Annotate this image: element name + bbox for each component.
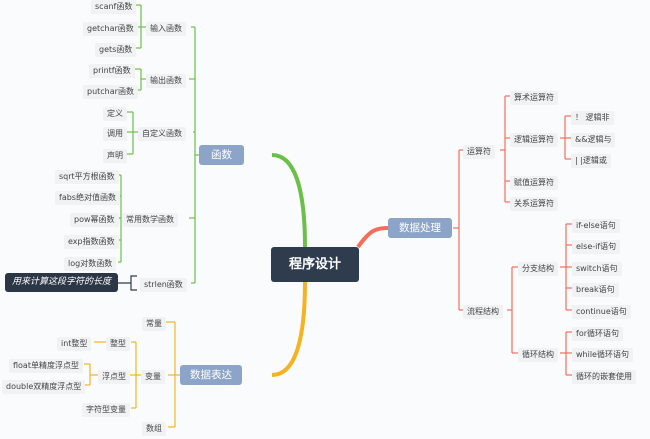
- logical-operators-node[interactable]: 逻辑运算符: [510, 133, 558, 147]
- break-node[interactable]: break语句: [572, 283, 619, 297]
- integer-type-node[interactable]: 整型: [106, 337, 130, 351]
- data-expression-node[interactable]: 数据表达: [180, 365, 242, 385]
- custom-define-node[interactable]: 定义: [103, 107, 127, 121]
- exp-function-node[interactable]: exp指数函数: [64, 235, 119, 249]
- output-functions-node[interactable]: 输出函数: [146, 74, 186, 88]
- loop-structure-node[interactable]: 循环结构: [518, 348, 558, 362]
- branch-structure-node[interactable]: 分支结构: [518, 262, 558, 276]
- double-node[interactable]: double双精度浮点型: [2, 380, 86, 394]
- data-processing-node[interactable]: 数据处理: [388, 218, 452, 238]
- log-function-node[interactable]: log对数函数: [64, 257, 117, 271]
- edge-root-dataexpr: [271, 281, 307, 377]
- gets-function-node[interactable]: gets函数: [95, 43, 137, 57]
- edges-dataexpr: [84, 321, 180, 428]
- strlen-note[interactable]: 用来计算这段字符的长度: [5, 273, 118, 292]
- scanf-function-node[interactable]: scanf函数: [91, 0, 137, 14]
- relational-operators-node[interactable]: 关系运算符: [510, 197, 558, 211]
- custom-call-node[interactable]: 调用: [103, 127, 127, 141]
- logical-not-node[interactable]: ！ 逻辑非: [571, 111, 614, 125]
- logical-and-node[interactable]: &&逻辑与: [571, 133, 616, 147]
- custom-functions-node[interactable]: 自定义函数: [138, 127, 186, 141]
- math-functions-node[interactable]: 常用数学函数: [122, 213, 178, 227]
- edges-dataproc: [453, 95, 572, 376]
- nested-loop-node[interactable]: 循环的嵌套使用: [572, 370, 636, 384]
- continue-node[interactable]: continue语句: [572, 305, 631, 319]
- putchar-function-node[interactable]: putchar函数: [83, 85, 138, 99]
- int-type-node[interactable]: int整型: [57, 337, 92, 351]
- custom-declare-node[interactable]: 声明: [103, 149, 127, 163]
- assignment-operators-node[interactable]: 赋值运算符: [510, 176, 558, 190]
- functions-node[interactable]: 函数: [199, 145, 244, 165]
- edge-strlen-note: [118, 275, 137, 291]
- for-loop-node[interactable]: for循环语句: [572, 327, 623, 341]
- printf-function-node[interactable]: printf函数: [89, 64, 135, 78]
- root-node[interactable]: 程序设计: [271, 247, 359, 282]
- operators-node[interactable]: 运算符: [463, 145, 495, 159]
- while-loop-node[interactable]: while循环语句: [572, 348, 633, 362]
- flow-structure-node[interactable]: 流程结构: [463, 305, 503, 319]
- constant-node[interactable]: 常量: [142, 317, 166, 331]
- variable-node[interactable]: 变量: [141, 370, 165, 384]
- input-functions-node[interactable]: 输入函数: [146, 22, 186, 36]
- fabs-function-node[interactable]: fabs绝对值函数: [55, 191, 120, 205]
- sqrt-function-node[interactable]: sqrt平方根函数: [55, 170, 119, 184]
- if-else-node[interactable]: if-else语句: [572, 219, 620, 233]
- array-node[interactable]: 数组: [142, 422, 166, 436]
- edge-root-functions: [271, 153, 307, 248]
- edge-root-dataproc: [356, 226, 389, 249]
- arithmetic-operators-node[interactable]: 算术运算符: [510, 91, 558, 105]
- switch-node[interactable]: switch语句: [572, 262, 622, 276]
- float-type-node[interactable]: 浮点型: [98, 370, 130, 384]
- float-single-node[interactable]: float单精度浮点型: [9, 359, 83, 373]
- logical-or-node[interactable]: | |逻辑或: [571, 154, 611, 168]
- else-if-node[interactable]: else-if语句: [572, 240, 621, 254]
- pow-function-node[interactable]: pow幂函数: [70, 213, 119, 227]
- getchar-function-node[interactable]: getchar函数: [83, 22, 138, 36]
- strlen-function-node[interactable]: strlen函数: [140, 278, 187, 292]
- char-variable-node[interactable]: 字符型变量: [82, 403, 130, 417]
